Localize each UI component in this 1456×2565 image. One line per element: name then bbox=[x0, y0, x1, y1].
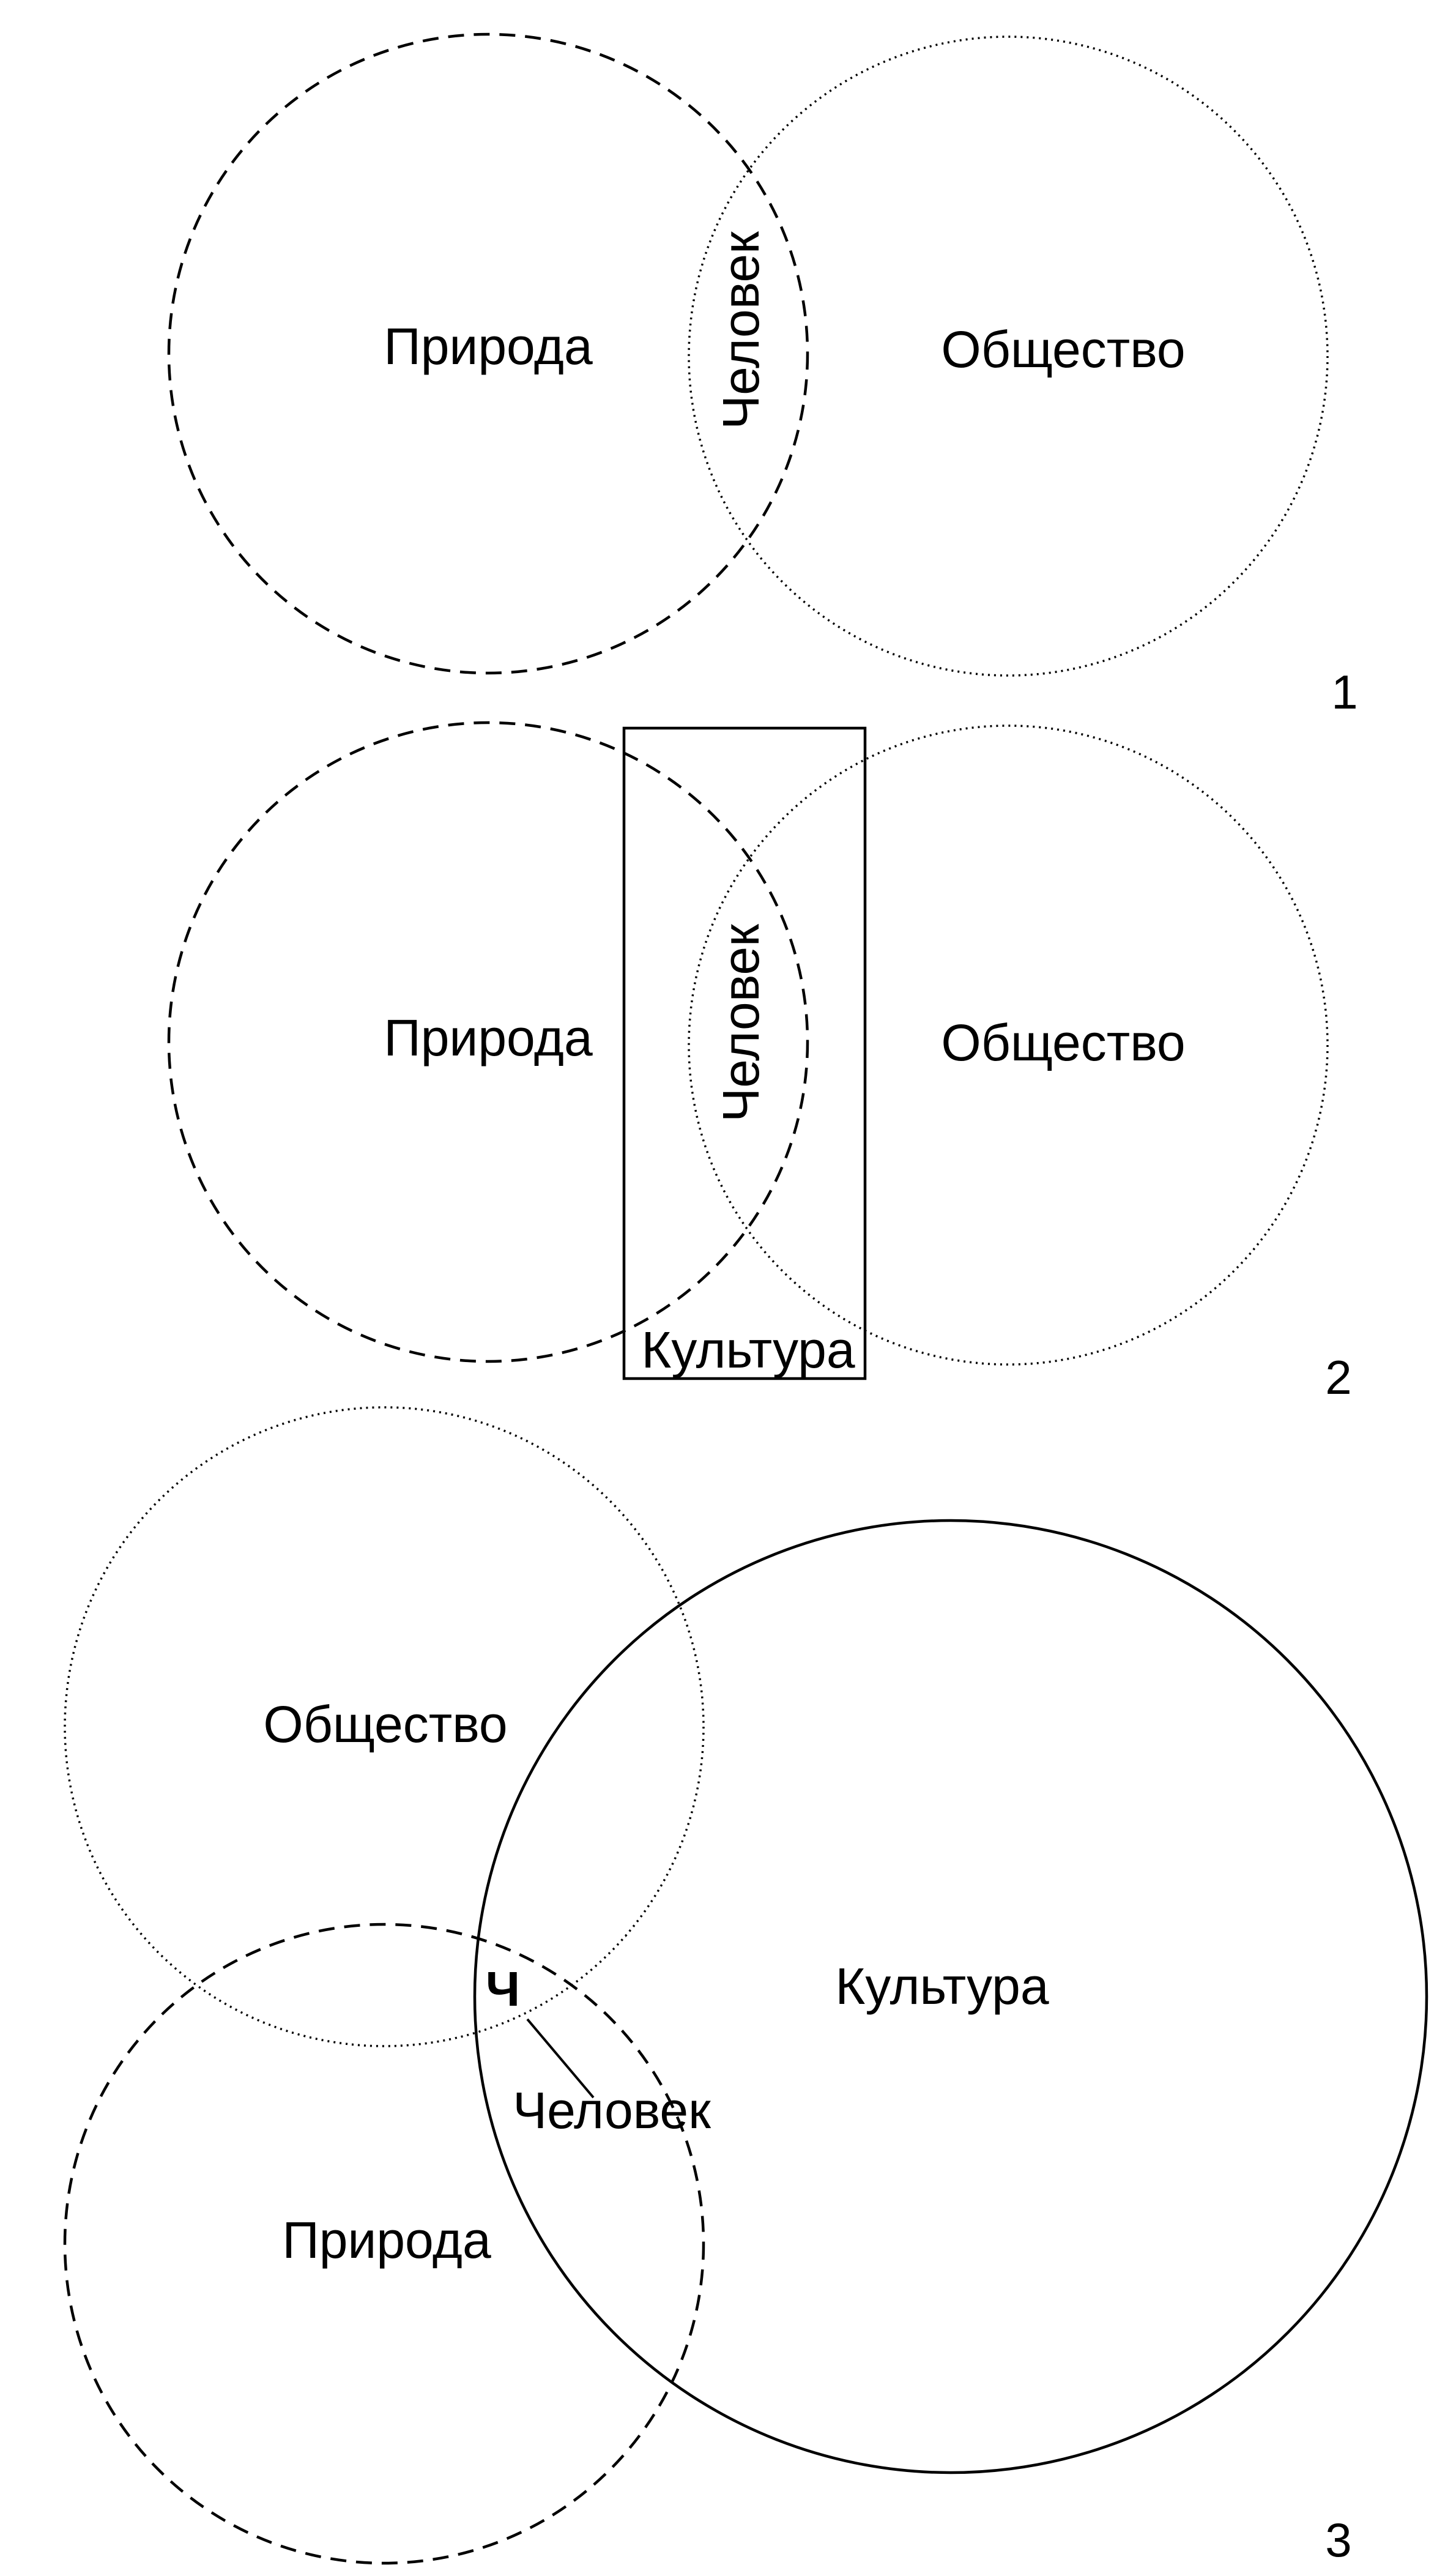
diagram-number: 1 bbox=[1331, 665, 1358, 719]
society-label: Общество bbox=[941, 1014, 1185, 1071]
culture-rectangle bbox=[622, 726, 867, 1380]
diagram-3: Общество Культура Природа Ч Человек 3 bbox=[63, 1406, 1428, 2565]
culture-label: Культура bbox=[835, 1957, 1049, 2015]
leader-line bbox=[526, 2018, 595, 2099]
diagram-number: 3 bbox=[1325, 2513, 1351, 2565]
nature-circle bbox=[167, 32, 809, 675]
human-label: Человек bbox=[712, 231, 770, 430]
society-circle bbox=[688, 724, 1329, 1366]
society-label: Общество bbox=[941, 321, 1185, 378]
human-label: Человек bbox=[513, 2082, 711, 2139]
nature-circle bbox=[63, 1923, 705, 2565]
nature-label: Природа bbox=[282, 2211, 491, 2269]
culture-label: Культура bbox=[641, 1321, 855, 1379]
culture-circle bbox=[473, 1519, 1428, 2474]
society-label: Общество bbox=[263, 1696, 507, 1753]
diagram-2: Природа Общество Человек Культура 2 bbox=[167, 721, 1352, 1404]
diagram-number: 2 bbox=[1325, 1350, 1351, 1404]
nature-circle bbox=[167, 721, 809, 1363]
nature-label: Природа bbox=[384, 318, 593, 375]
human-short-label: Ч bbox=[486, 1962, 520, 2016]
human-label: Человек bbox=[712, 923, 770, 1122]
diagram-1: Природа Общество Человек 1 bbox=[167, 32, 1358, 719]
nature-label: Природа bbox=[384, 1009, 593, 1067]
society-circle bbox=[64, 1406, 705, 2047]
society-circle bbox=[688, 35, 1329, 677]
